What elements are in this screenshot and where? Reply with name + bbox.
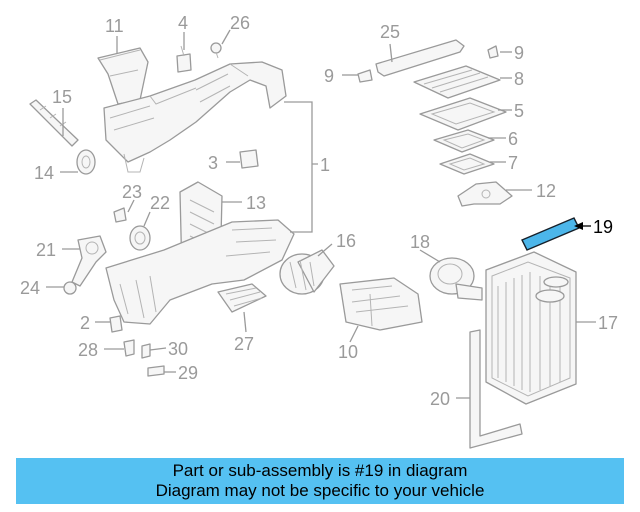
part-29-fitting [147, 365, 165, 377]
part-6-seal [433, 129, 495, 153]
callout-labels: 1 2 3 4 5 6 7 8 9 9 10 11 12 13 14 15 16… [20, 13, 618, 409]
part-30-fitting [141, 343, 151, 359]
callout-16: 16 [336, 231, 356, 251]
callout-14: 14 [34, 163, 54, 183]
part-27-grille [217, 283, 267, 313]
part-18-fan [429, 257, 483, 301]
part-9-clip-upper [487, 45, 499, 59]
part-3-clip [239, 149, 259, 169]
callout-25: 25 [380, 22, 400, 42]
callout-28: 28 [78, 340, 98, 360]
callout-18: 18 [410, 232, 430, 252]
callout-6: 6 [508, 129, 518, 149]
callout-3: 3 [208, 153, 218, 173]
part-2-clip [109, 315, 123, 333]
part-25-rail [375, 39, 465, 77]
callout-10: 10 [338, 342, 358, 362]
part-22-plug [129, 225, 151, 251]
part-26-screw [210, 42, 222, 59]
part-7-seal [439, 153, 495, 175]
callout-22: 22 [150, 193, 170, 213]
upper-housing [103, 61, 287, 173]
callout-7: 7 [508, 153, 518, 173]
info-banner: Part or sub-assembly is #19 in diagram D… [16, 458, 624, 504]
part-21-valve [71, 235, 107, 287]
part-20-seal [469, 329, 523, 449]
callout-2: 2 [80, 313, 90, 333]
callout-21: 21 [36, 240, 56, 260]
banner-line-disclaimer: Diagram may not be specific to your vehi… [155, 481, 485, 500]
part-9-clip-lower [357, 69, 373, 83]
callout-24: 24 [20, 278, 40, 298]
lower-housing [105, 219, 295, 325]
part-24-nut [63, 281, 77, 295]
callout-5: 5 [514, 101, 524, 121]
leader-lines [46, 29, 596, 399]
callout-20: 20 [430, 389, 450, 409]
part-11-duct [97, 47, 149, 105]
callout-4: 4 [178, 13, 188, 33]
callout-30: 30 [168, 339, 188, 359]
callout-17: 17 [598, 313, 618, 333]
callout-9-upper: 9 [514, 43, 524, 63]
part-10-module [339, 277, 423, 331]
callout-11: 11 [105, 16, 124, 36]
callout-12: 12 [536, 181, 556, 201]
part-8-filter [413, 65, 501, 99]
callout-1: 1 [320, 155, 330, 175]
callout-29: 29 [178, 363, 198, 383]
banner-line-part-number: Part or sub-assembly is #19 in diagram [172, 461, 468, 480]
part-14-grommet [76, 149, 96, 175]
part-17-heater-core [485, 251, 577, 405]
part-16-blower [279, 249, 335, 295]
part-12-bracket [457, 181, 513, 207]
callout-8: 8 [514, 69, 524, 89]
callout-23: 23 [122, 182, 142, 202]
callout-9-lower: 9 [324, 66, 334, 86]
part-4-clip [176, 45, 192, 73]
callout-19[interactable]: 19 [593, 217, 613, 237]
part-19-highlighted [521, 217, 580, 251]
part-15-sensor [29, 99, 79, 147]
callout-26: 26 [230, 13, 250, 33]
part-23-clip [113, 207, 127, 223]
callout-27: 27 [234, 334, 254, 354]
callout-15: 15 [52, 87, 72, 107]
part-28-clip [123, 339, 135, 357]
callout-13: 13 [246, 193, 266, 213]
part-5-frame [419, 97, 507, 131]
